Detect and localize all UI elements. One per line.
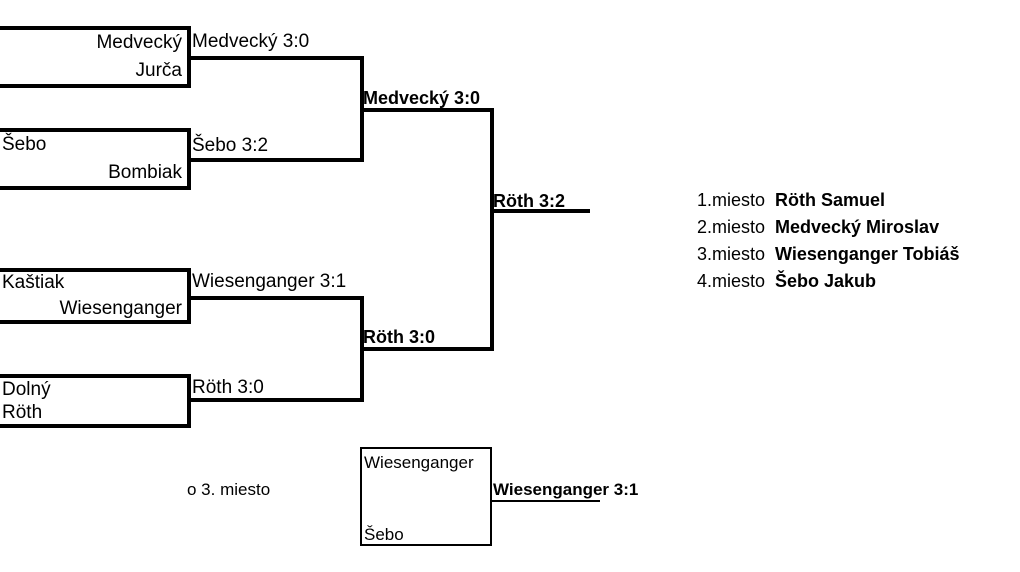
- r1-m4-bottom-line: [0, 424, 191, 428]
- sf-bottom-line: [360, 347, 494, 351]
- semifinal-label-roth: Röth 3:0: [363, 327, 435, 347]
- standings-name: Wiesenganger Tobiáš: [775, 244, 960, 264]
- standings-row: 2.miesto Medvecký Miroslav: [697, 217, 960, 244]
- r1-m3-player-1: Kaštiak: [2, 272, 65, 293]
- consolation-note: o 3. miesto: [187, 480, 271, 499]
- standings-place: 3.miesto: [697, 244, 766, 264]
- standings-row: 1.miesto Röth Samuel: [697, 190, 960, 217]
- standings-row: 4.miesto Šebo Jakub: [697, 271, 960, 298]
- consolation-bottom-line: [360, 544, 492, 546]
- standings-list: 1.miesto Röth Samuel 2.miesto Medvecký M…: [697, 190, 960, 298]
- consolation-right-line: [490, 447, 492, 546]
- r1-m3-top-line: [0, 268, 191, 272]
- r2-label-roth: Röth 3:0: [192, 377, 264, 398]
- consolation-player-2: Šebo: [364, 525, 404, 544]
- consolation-winner-label: Wiesenganger 3:1: [493, 480, 639, 499]
- standings-place: 4.miesto: [697, 271, 766, 291]
- r1-m2-top-line: [0, 128, 191, 132]
- r2-lower-bottom-line: [187, 398, 364, 402]
- consolation-top-line: [360, 447, 492, 449]
- r1-m2-player-1: Šebo: [2, 134, 47, 155]
- r2-label-sebo: Šebo 3:2: [192, 135, 269, 156]
- standings-name: Röth Samuel: [775, 190, 886, 210]
- standings-row: 3.miesto Wiesenganger Tobiáš: [697, 244, 960, 271]
- r1-m1-player-1: Medvecký: [96, 32, 182, 53]
- consolation-winner-line: [490, 500, 600, 502]
- r1-m4-player-2: Röth: [2, 402, 43, 423]
- r2-upper-bottom-line: [187, 158, 364, 162]
- standings-name: Šebo Jakub: [775, 271, 877, 291]
- consolation-player-1: Wiesenganger: [364, 453, 474, 472]
- semifinal-label-medvecky: Medvecký 3:0: [363, 88, 481, 108]
- standings-place: 1.miesto: [697, 190, 766, 210]
- r1-m2-bottom-line: [0, 186, 191, 190]
- r1-m4-player-1: Dolný: [2, 379, 51, 400]
- r2-upper-top-line: [187, 56, 364, 60]
- sf-right-line: [490, 108, 494, 351]
- consolation-left-line: [360, 447, 362, 546]
- final-winner-line: [490, 209, 590, 213]
- final-winner-label: Röth 3:2: [493, 191, 565, 211]
- r1-m1-player-2: Jurča: [135, 60, 182, 81]
- standings-name: Medvecký Miroslav: [775, 217, 940, 237]
- r1-m3-bottom-line: [0, 320, 191, 324]
- r2-lower-top-line: [187, 296, 364, 300]
- r1-m3-player-2: Wiesenganger: [59, 298, 182, 319]
- r1-m1-bottom-line: [0, 84, 191, 88]
- sf-top-line: [360, 108, 494, 112]
- r2-label-medvecky: Medvecký 3:0: [192, 31, 310, 52]
- standings-place: 2.miesto: [697, 217, 766, 237]
- r1-m1-top-line: [0, 26, 191, 30]
- r2-label-wiesenganger: Wiesenganger 3:1: [192, 271, 347, 292]
- r1-m4-top-line: [0, 374, 191, 378]
- r1-m2-player-2: Bombiak: [108, 162, 182, 183]
